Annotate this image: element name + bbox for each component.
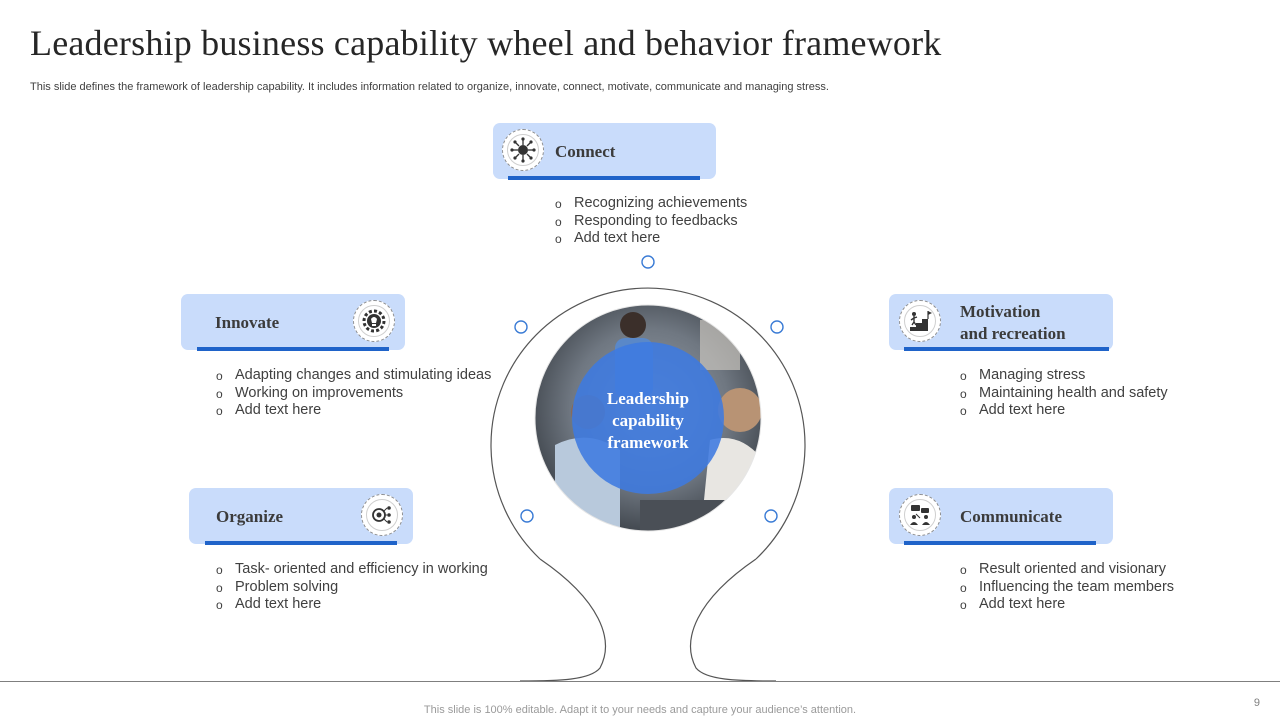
motivation-bullets: Managing stress Maintaining health and s…: [960, 367, 1168, 420]
list-item: Task- oriented and efficiency in working: [216, 561, 488, 579]
center-disc: [572, 342, 724, 494]
stairs-goal-icon: [899, 300, 941, 342]
ring-node-organize: [520, 509, 534, 523]
list-item: Result oriented and visionary: [960, 561, 1174, 579]
communicate-bullets: Result oriented and visionary Influencin…: [960, 561, 1174, 614]
card-innovate: Innovate: [181, 294, 405, 351]
center-label: Leadership capability framework: [606, 389, 690, 452]
list-item: Recognizing achievements: [555, 195, 747, 213]
list-item: Influencing the team members: [960, 579, 1174, 597]
list-item: Add text here: [555, 230, 747, 248]
card-organize: Organize: [189, 488, 413, 545]
organize-bullets: Task- oriented and efficiency in working…: [216, 561, 488, 614]
wheel-tail-left: [519, 558, 607, 682]
slide-subtitle: This slide defines the framework of lead…: [30, 81, 829, 93]
slide-title: Leadership business capability wheel and…: [30, 23, 942, 63]
list-item: Responding to feedbacks: [555, 213, 747, 231]
ring-node-connect: [641, 255, 655, 269]
card-connect: Connect: [493, 123, 716, 180]
ring-node-communicate: [764, 509, 778, 523]
list-item: Add text here: [960, 596, 1174, 614]
connect-label: Connect: [555, 142, 616, 161]
card-communicate: Communicate: [889, 488, 1113, 545]
lightbulb-gear-icon: [353, 300, 395, 342]
ring-node-innovate: [514, 320, 528, 334]
team-communication-icon: [899, 494, 941, 536]
network-hub-icon: [502, 129, 544, 171]
organize-label: Organize: [216, 507, 284, 526]
footer-divider: [0, 681, 1280, 682]
motivation-label-line2: and recreation: [960, 324, 1066, 343]
list-item: Add text here: [960, 402, 1168, 420]
communicate-label: Communicate: [960, 507, 1062, 526]
connect-bullets: Recognizing achievements Responding to f…: [555, 195, 747, 248]
wheel-tail-right: [689, 558, 777, 682]
innovate-label: Innovate: [215, 313, 280, 332]
wheel-ring: [490, 287, 806, 560]
motivation-label-line1: Motivation: [960, 302, 1041, 321]
list-item: Working on improvements: [216, 385, 491, 403]
target-list-icon: [361, 494, 403, 536]
footer-note: This slide is 100% editable. Adapt it to…: [423, 704, 857, 716]
list-item: Add text here: [216, 596, 488, 614]
innovate-bullets: Adapting changes and stimulating ideas W…: [216, 367, 491, 420]
list-item: Add text here: [216, 402, 491, 420]
page-number: 9: [1253, 697, 1260, 709]
ring-node-motivation: [770, 320, 784, 334]
list-item: Problem solving: [216, 579, 488, 597]
list-item: Maintaining health and safety: [960, 385, 1168, 403]
list-item: Adapting changes and stimulating ideas: [216, 367, 491, 385]
card-motivation: Motivation and recreation: [889, 294, 1113, 351]
list-item: Managing stress: [960, 367, 1168, 385]
